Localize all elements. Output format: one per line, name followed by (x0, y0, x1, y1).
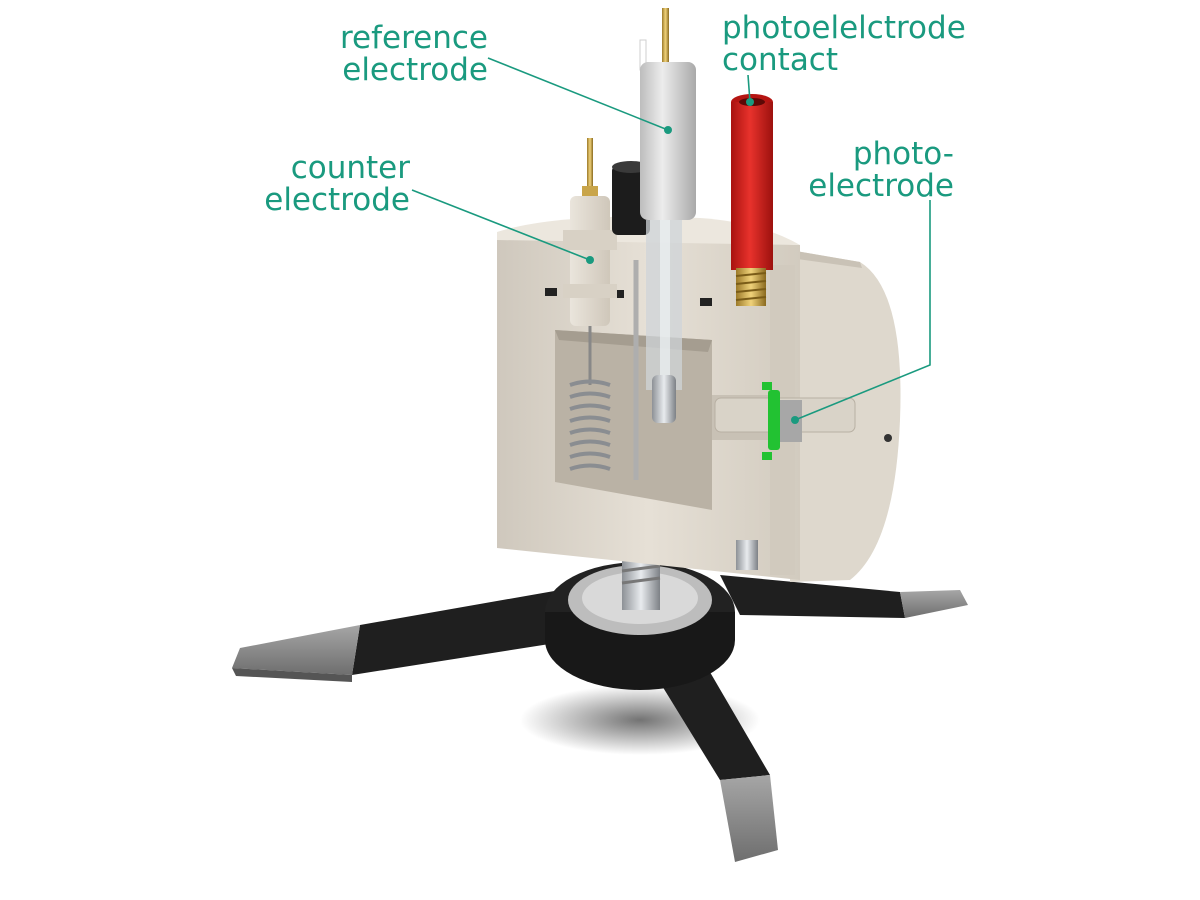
counter-electrode (563, 138, 617, 471)
label-counter-line1: counter (290, 150, 410, 186)
contact-leader (747, 74, 751, 103)
label-reference-line1: reference (339, 20, 488, 56)
label-reference-electrode: reference electrode (320, 22, 488, 86)
reference-electrode (633, 8, 696, 480)
leader-lines (411, 57, 931, 421)
label-contact-line1: photoelelctrode (722, 10, 966, 46)
photo-leader (794, 200, 931, 421)
leader-dots (586, 98, 799, 424)
label-photo-electrode: photo- electrode (790, 138, 954, 202)
reference-leader (487, 57, 669, 131)
label-counter-line2: electrode (264, 182, 410, 218)
label-contact-line2: contact (722, 42, 839, 78)
label-photo-line2: electrode (808, 168, 954, 204)
counter-leader (411, 189, 591, 261)
label-counter-electrode: counter electrode (240, 152, 410, 216)
photoelectrode-highlight (762, 382, 802, 460)
label-photoelectrode-contact: photoelelctrode contact (722, 12, 992, 76)
red-contact (731, 94, 773, 306)
label-photo-line1: photo- (852, 136, 954, 172)
label-reference-line2: electrode (342, 52, 488, 88)
